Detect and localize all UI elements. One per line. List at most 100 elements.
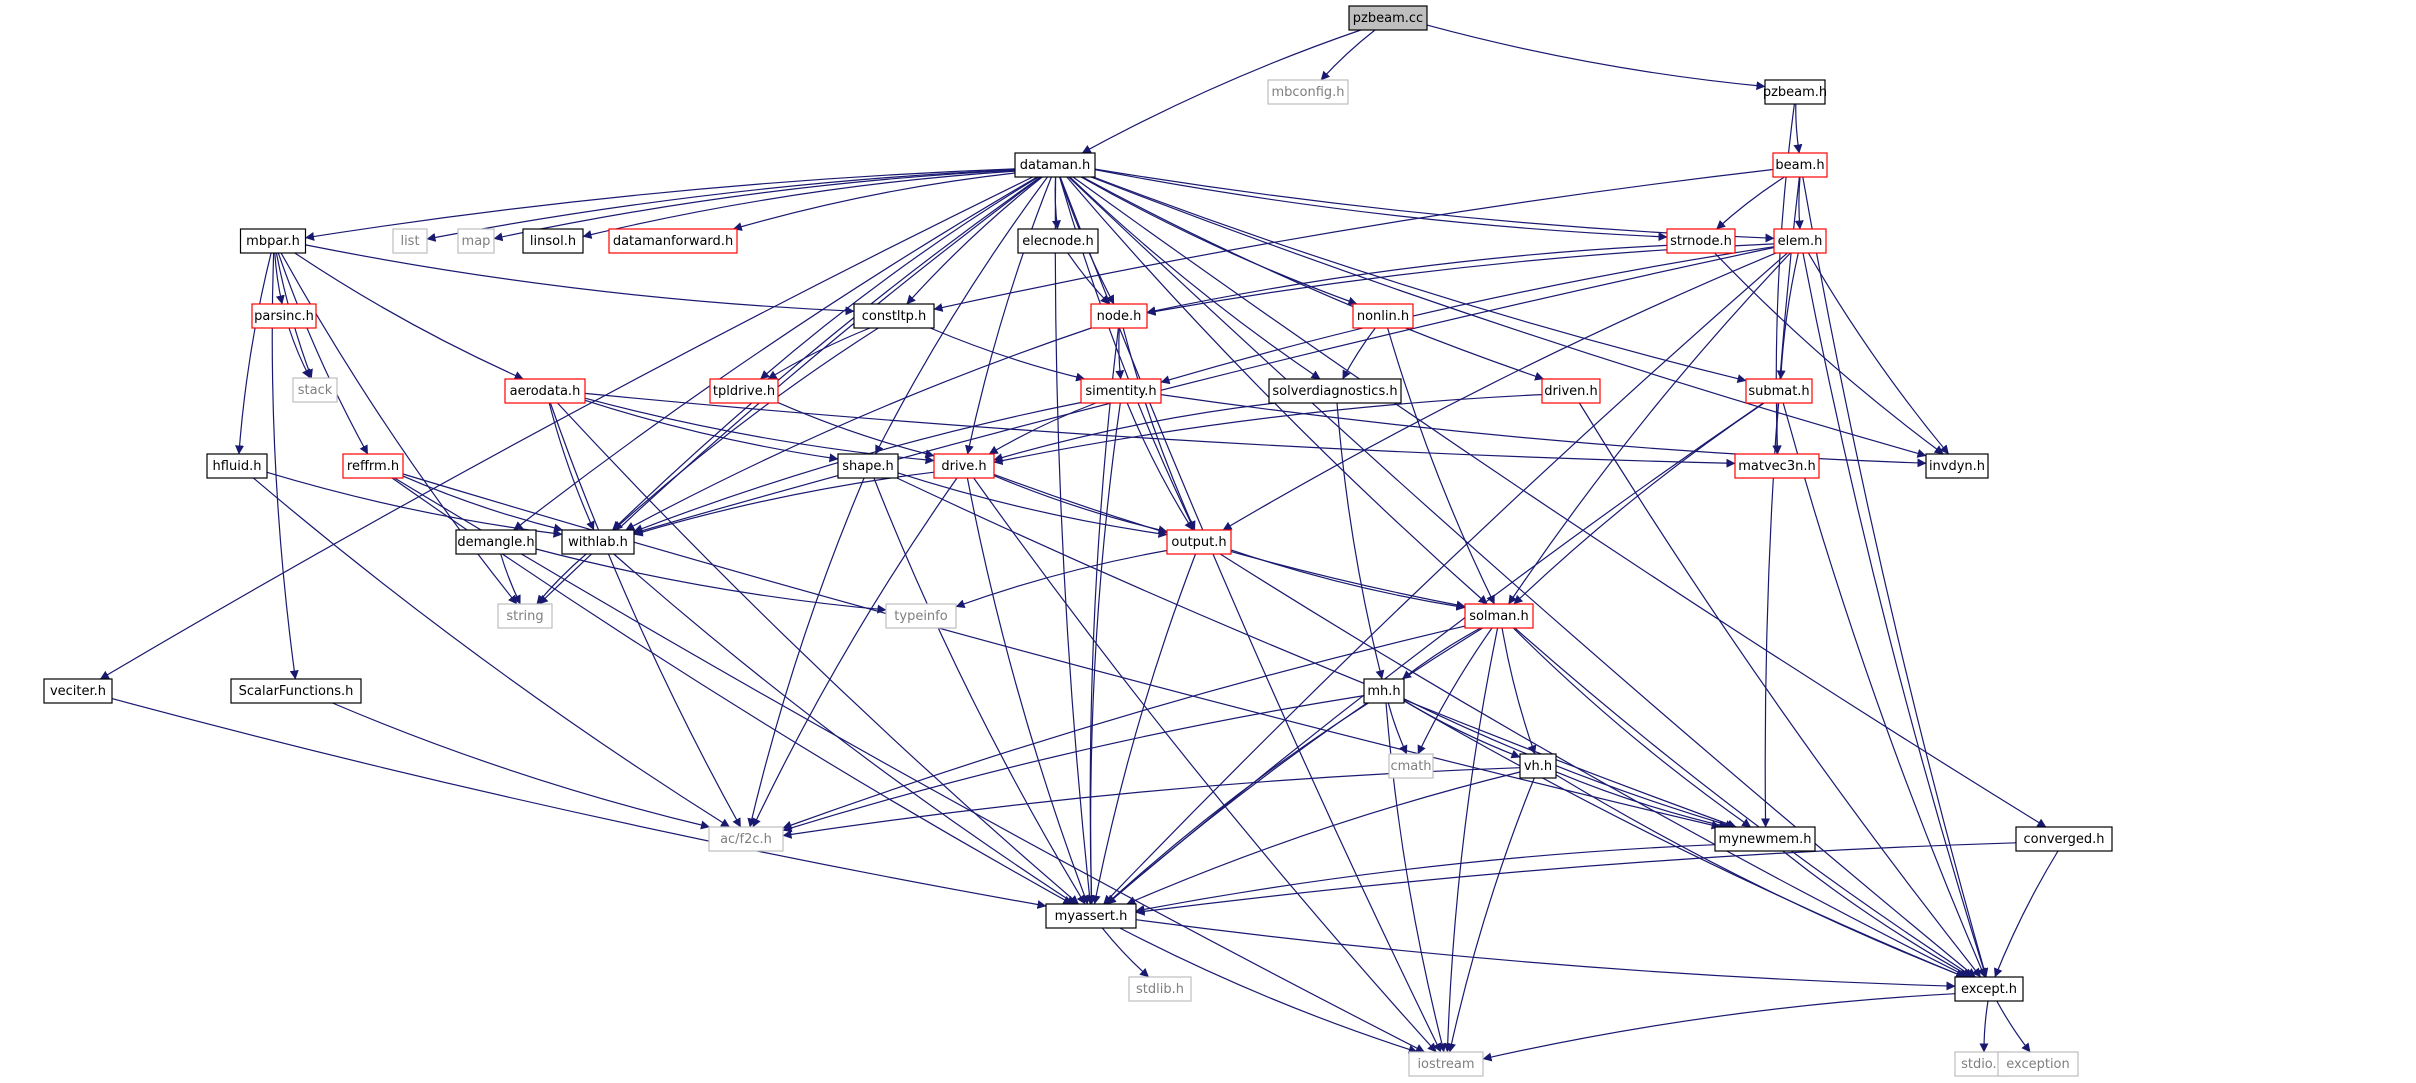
node-converged[interactable]: converged.h: [2015, 826, 2113, 852]
node-beam[interactable]: beam.h: [1772, 152, 1828, 178]
node-label-exception: exception: [2006, 1057, 2070, 1072]
node-demangle[interactable]: demangle.h: [455, 529, 537, 555]
edge-dataman-to-elem: [1094, 168, 1775, 243]
node-solman[interactable]: solman.h: [1464, 603, 1534, 629]
node-label-linsol: linsol.h: [530, 234, 576, 249]
node-mh[interactable]: mh.h: [1363, 678, 1405, 704]
edge-elem-to-output: [1222, 252, 1777, 531]
node-label-hfluid: hfluid.h: [213, 459, 262, 474]
node-label-ac_f2c: ac/f2c.h: [720, 832, 772, 847]
node-label-map: map: [462, 234, 491, 249]
edge-solman-to-cmath: [1417, 627, 1493, 755]
node-simentity[interactable]: simentity.h: [1080, 378, 1162, 404]
edge-mbpar-to-parsinc: [274, 252, 285, 305]
edge-shape-to-output: [897, 472, 1168, 538]
node-mynewmem[interactable]: mynewmem.h: [1714, 826, 1816, 852]
edge-elecnode-to-node: [1067, 252, 1110, 305]
edge-dataman-to-drive: [964, 176, 1052, 455]
node-box-ac_f2c: [708, 826, 784, 852]
edge-mynewmem-to-myassert: [1135, 844, 1716, 914]
node-typeinfo: typeinfo: [885, 603, 957, 629]
node-solverdiagnostics[interactable]: solverdiagnostics.h: [1268, 378, 1402, 404]
edge-solman-to-vh: [1501, 627, 1537, 755]
edge-output-to-typeinfo: [955, 549, 1168, 609]
node-node[interactable]: node.h: [1090, 303, 1148, 329]
node-box-dataman: [1014, 152, 1096, 178]
node-label-stdlib: stdlib.h: [1136, 982, 1184, 997]
node-driven[interactable]: driven.h: [1541, 378, 1601, 404]
edge-elem-to-solman: [1508, 252, 1791, 605]
edge-solman-to-mh: [1402, 627, 1481, 680]
node-hfluid[interactable]: hfluid.h: [206, 453, 268, 479]
node-label-veciter: veciter.h: [50, 684, 106, 699]
node-box-mbpar: [239, 228, 307, 254]
edge-aerodata-to-myassert: [557, 402, 1079, 905]
node-withlab[interactable]: withlab.h: [561, 529, 635, 555]
node-label-mh: mh.h: [1367, 684, 1400, 699]
node-elem[interactable]: elem.h: [1773, 228, 1827, 254]
node-mbconfig: mbconfig.h: [1267, 79, 1349, 105]
node-shape[interactable]: shape.h: [837, 453, 899, 479]
node-nonlin[interactable]: nonlin.h: [1352, 303, 1414, 329]
node-constltp[interactable]: constltp.h: [853, 303, 935, 329]
node-box-output: [1166, 529, 1232, 555]
node-aerodata[interactable]: aerodata.h: [504, 378, 586, 404]
node-pzbeam_cc[interactable]: pzbeam.cc: [1348, 5, 1428, 31]
node-vh[interactable]: vh.h: [1519, 753, 1557, 779]
node-dataman[interactable]: dataman.h: [1014, 152, 1096, 178]
edge-output-to-solman: [1230, 549, 1466, 611]
node-label-elem: elem.h: [1778, 234, 1823, 249]
node-submat[interactable]: submat.h: [1745, 378, 1813, 404]
node-except[interactable]: except.h: [1954, 976, 2024, 1002]
node-parsinc[interactable]: parsinc.h: [251, 303, 317, 329]
edge-tpldrive-to-drive: [777, 402, 935, 459]
node-label-demangle: demangle.h: [457, 535, 534, 550]
edge-solverdiagnostics-to-mh: [1336, 402, 1385, 680]
node-strnode[interactable]: strnode.h: [1666, 228, 1736, 254]
node-label-matvec3n: matvec3n.h: [1738, 459, 1815, 474]
node-label-simentity: simentity.h: [1085, 384, 1156, 399]
node-box-elem: [1773, 228, 1827, 254]
node-box-stdlib: [1128, 976, 1192, 1002]
node-invdyn[interactable]: invdyn.h: [1925, 453, 1989, 479]
edge-mh-to-ac_f2c: [782, 695, 1365, 833]
node-reffrm[interactable]: reffrm.h: [342, 453, 404, 479]
node-box-mh: [1363, 678, 1405, 704]
node-label-dataman: dataman.h: [1020, 158, 1091, 173]
edge-beam-to-mynewmem: [1760, 176, 1800, 828]
node-elecnode[interactable]: elecnode.h: [1017, 228, 1099, 254]
edge-solman-to-iostream: [1443, 627, 1499, 1053]
edge-mbpar-to-reffrm: [277, 252, 369, 455]
node-output[interactable]: output.h: [1166, 529, 1232, 555]
node-linsol[interactable]: linsol.h: [522, 228, 584, 254]
node-matvec3n[interactable]: matvec3n.h: [1734, 453, 1820, 479]
edge-submat-to-solman: [1513, 402, 1765, 605]
node-drive[interactable]: drive.h: [933, 453, 995, 479]
node-box-driven: [1541, 378, 1601, 404]
node-datamanforward[interactable]: datamanforward.h: [608, 228, 738, 254]
edge-submat-to-myassert: [1106, 402, 1764, 905]
node-label-node: node.h: [1097, 309, 1142, 324]
node-label-iostream: iostream: [1417, 1057, 1474, 1072]
node-label-vh: vh.h: [1524, 759, 1552, 774]
node-label-datamanforward: datamanforward.h: [613, 234, 733, 249]
node-tpldrive[interactable]: tpldrive.h: [709, 378, 779, 404]
edge-dataman-to-shape: [874, 176, 1048, 455]
node-box-solman: [1464, 603, 1534, 629]
node-myassert[interactable]: myassert.h: [1045, 903, 1137, 929]
node-veciter[interactable]: veciter.h: [43, 678, 113, 704]
edge-solman-to-myassert: [1106, 627, 1484, 905]
node-scalarfunctions[interactable]: ScalarFunctions.h: [230, 678, 362, 704]
node-pzbeam_h[interactable]: pzbeam.h: [1763, 79, 1827, 105]
node-stdlib: stdlib.h: [1128, 976, 1192, 1002]
node-mbpar[interactable]: mbpar.h: [239, 228, 307, 254]
edge-dataman-to-veciter: [99, 176, 1033, 680]
node-box-shape: [837, 453, 899, 479]
node-label-list: list: [400, 234, 419, 249]
edge-simentity-to-output: [1126, 402, 1194, 531]
edge-beam-to-elem: [1794, 176, 1804, 230]
edge-simentity-to-myassert: [1086, 402, 1121, 905]
edge-pzbeam_h-to-matvec3n: [1772, 103, 1795, 455]
edge-elem-to-myassert: [1103, 252, 1788, 905]
node-box-aerodata: [504, 378, 586, 404]
